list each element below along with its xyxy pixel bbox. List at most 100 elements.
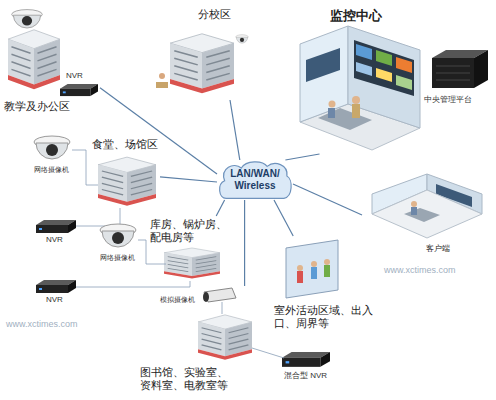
screen-tile bbox=[356, 44, 372, 60]
node-heading: 教学及办公区 bbox=[4, 100, 98, 113]
nvr-icon bbox=[36, 280, 76, 293]
label-anchor: NVR bbox=[46, 236, 63, 245]
device-label: 网络摄像机 bbox=[100, 254, 135, 262]
label-anchor: 网络摄像机 bbox=[100, 254, 135, 262]
label-anchor: www.xctimes.com bbox=[384, 266, 456, 276]
area-node: 教学及办公区 bbox=[2, 8, 100, 122]
device-wire bbox=[222, 302, 223, 314]
screen-tile bbox=[376, 50, 392, 66]
video-wall bbox=[354, 40, 414, 96]
network-cloud: LAN/WAN/ Wireless bbox=[217, 160, 293, 200]
nvr-icon bbox=[36, 220, 76, 233]
device-label: NVR bbox=[46, 296, 63, 305]
building-icon bbox=[198, 315, 252, 360]
label-anchor: NVR bbox=[46, 296, 63, 305]
building-icon bbox=[8, 30, 60, 89]
node-heading: 库房、锅炉房、配电房等 bbox=[150, 218, 228, 244]
desk-icon bbox=[156, 82, 168, 88]
device-wire bbox=[72, 150, 98, 185]
person-icon bbox=[328, 108, 335, 118]
network-link bbox=[100, 88, 217, 174]
person-icon bbox=[311, 261, 317, 267]
screen-tile bbox=[396, 57, 412, 73]
network-link bbox=[230, 100, 240, 160]
building-icon bbox=[98, 157, 156, 206]
device-label: NVR bbox=[46, 236, 63, 245]
client-node: 客户端 bbox=[362, 170, 488, 260]
server-front bbox=[432, 58, 474, 88]
network-link bbox=[274, 200, 293, 236]
network-link bbox=[285, 154, 319, 160]
device-label: 中央管理平台 bbox=[424, 96, 472, 105]
person-icon bbox=[329, 101, 336, 108]
person-icon bbox=[311, 267, 317, 279]
dome-camera-icon bbox=[34, 136, 70, 159]
watermark: www.xctimes.com bbox=[6, 320, 78, 330]
person-icon bbox=[159, 73, 165, 79]
area-node: 库房、锅炉房、配电房等 bbox=[92, 216, 230, 282]
person-icon bbox=[352, 96, 360, 104]
nvr-icon bbox=[282, 352, 330, 367]
person-icon bbox=[411, 201, 417, 207]
device-wire bbox=[76, 281, 190, 287]
room-wall bbox=[300, 26, 348, 122]
screen-tile bbox=[356, 62, 372, 76]
cloud-shape bbox=[220, 162, 292, 199]
device-label: 混合型 NVR bbox=[284, 372, 327, 381]
area-node: 室外活动区域、出入口、周界等 bbox=[272, 236, 378, 336]
outdoor-scene bbox=[286, 240, 338, 298]
person-icon bbox=[324, 265, 330, 277]
label-anchor: www.xctimes.com bbox=[6, 320, 78, 330]
device-wire bbox=[252, 348, 284, 358]
screen-tile bbox=[376, 68, 392, 82]
desk-icon bbox=[318, 108, 372, 130]
area-node: 图书馆、实验室、资料室、电教室等 bbox=[138, 286, 268, 398]
node-heading: 室外活动区域、出入口、周界等 bbox=[274, 304, 376, 330]
person-icon bbox=[352, 104, 360, 118]
device-wire bbox=[138, 240, 166, 264]
label-anchor: 中央管理平台 bbox=[424, 96, 472, 105]
dome-camera-icon bbox=[12, 10, 43, 28]
dome-camera-icon bbox=[100, 224, 136, 247]
center-node: 监控中心 bbox=[296, 6, 492, 154]
network-link bbox=[244, 200, 245, 286]
person-icon bbox=[297, 265, 303, 271]
person-icon bbox=[411, 207, 417, 215]
room-floor bbox=[372, 190, 482, 238]
network-link bbox=[293, 184, 362, 215]
wall-screen bbox=[306, 48, 340, 82]
desk-icon bbox=[404, 208, 440, 222]
room-wall bbox=[348, 26, 420, 128]
server-side bbox=[474, 50, 488, 88]
person-icon bbox=[297, 271, 303, 283]
device-label: NVR bbox=[66, 72, 83, 81]
label-anchor: 混合型 NVR bbox=[284, 372, 327, 381]
area-node: 分校区 bbox=[150, 6, 250, 100]
network-link bbox=[160, 177, 217, 182]
device-label: 模拟摄像机 bbox=[160, 296, 195, 304]
node-heading: 食堂、场馆区 bbox=[90, 138, 158, 151]
camera-lens bbox=[203, 292, 209, 302]
screen-tile bbox=[396, 75, 412, 90]
node-heading: 图书馆、实验室、资料室、电教室等 bbox=[140, 366, 232, 392]
device-label: 网络摄像机 bbox=[34, 166, 69, 174]
nvr-icon bbox=[60, 84, 98, 96]
label-anchor: NVR bbox=[66, 72, 83, 81]
label-anchor: 模拟摄像机 bbox=[160, 296, 195, 304]
node-heading: LAN/WAN/ Wireless bbox=[227, 168, 283, 192]
person-icon bbox=[324, 259, 330, 265]
bullet-camera-icon bbox=[204, 288, 236, 302]
building-icon bbox=[170, 34, 234, 93]
node-heading: 分校区 bbox=[198, 8, 248, 21]
node-heading: 客户端 bbox=[426, 244, 466, 254]
node-heading: 监控中心 bbox=[330, 8, 410, 24]
building-icon bbox=[164, 248, 220, 279]
watermark: www.xctimes.com bbox=[384, 266, 456, 276]
device-wire bbox=[76, 208, 120, 226]
network-link bbox=[216, 200, 224, 216]
dome-camera-icon bbox=[236, 35, 249, 43]
label-anchor: 网络摄像机 bbox=[34, 166, 69, 174]
